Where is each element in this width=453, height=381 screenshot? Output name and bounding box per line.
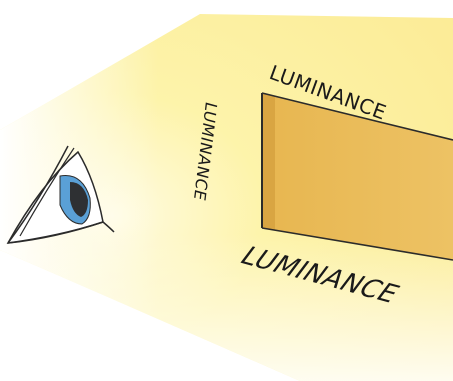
eye-icon bbox=[6, 145, 115, 244]
illuminated-surface bbox=[261, 92, 453, 261]
light-beam bbox=[0, 14, 453, 381]
